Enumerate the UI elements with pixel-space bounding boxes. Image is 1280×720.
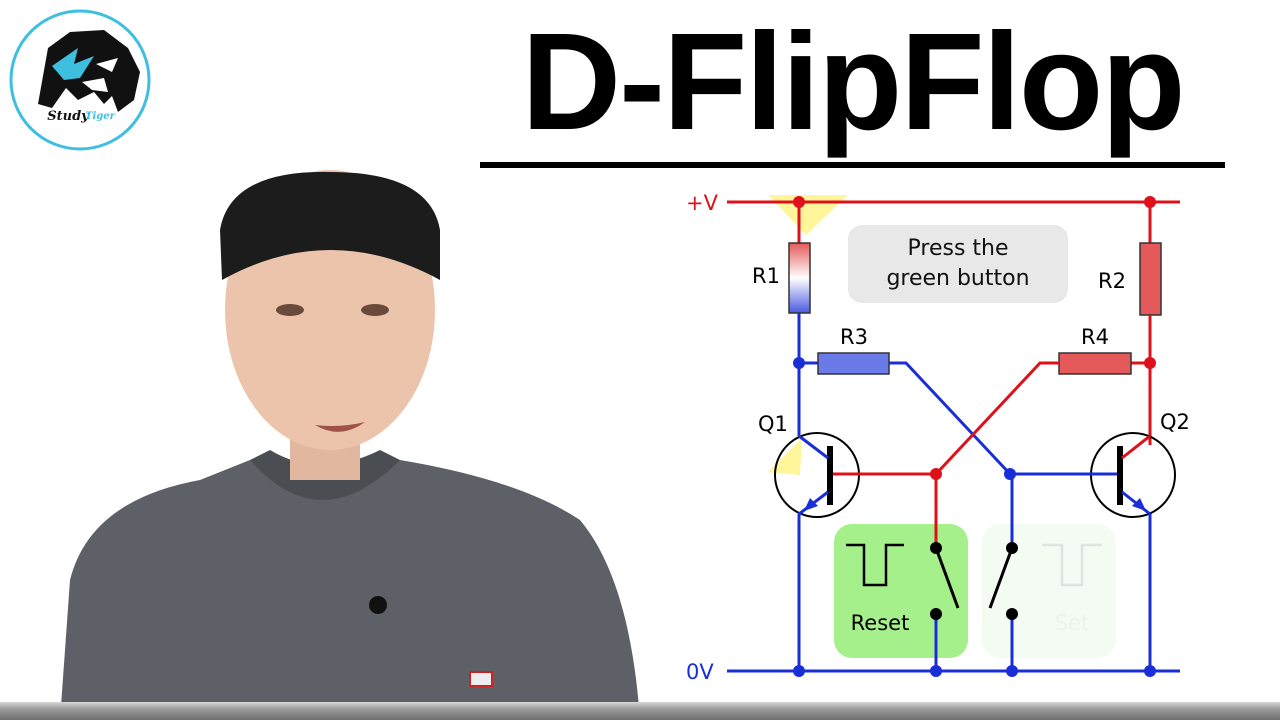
junction	[1004, 468, 1016, 480]
reset-contact-top	[930, 542, 942, 554]
junction	[1144, 357, 1156, 369]
junction	[793, 665, 805, 677]
junction	[930, 665, 942, 677]
logo-wordmark: Study	[47, 109, 90, 124]
junction	[930, 468, 942, 480]
q1-collector	[798, 434, 829, 460]
lapel-microphone	[369, 596, 387, 614]
q2-emitter-arrow	[1132, 498, 1146, 511]
resistor-r1-label: R1	[752, 264, 780, 288]
resistor-r4-label: R4	[1081, 325, 1109, 349]
wire-r4-cross	[934, 361, 1059, 476]
junction	[793, 357, 805, 369]
studytiger-logo: Study Tiger	[9, 9, 151, 151]
tiger-head-logo-icon	[38, 30, 140, 112]
junction	[1144, 196, 1156, 208]
resistor-r2-label: R2	[1098, 269, 1126, 293]
ground-label: 0V	[686, 660, 714, 684]
resistor-r1	[788, 242, 811, 314]
resistor-r2	[1139, 242, 1162, 316]
supply-label: +V	[686, 191, 719, 215]
set-switch-blade[interactable]	[988, 547, 1014, 609]
presenter-eye-left	[276, 304, 304, 316]
bottom-bar	[0, 702, 1280, 720]
hint-line-1: Press the	[908, 236, 1009, 261]
reset-pulse-icon	[846, 543, 904, 587]
reset-contact-bottom	[930, 608, 942, 620]
shirt-logo	[469, 671, 493, 687]
current-highlight	[768, 195, 848, 235]
page-title: D-FlipFlop	[521, 5, 1185, 159]
title-underline	[480, 162, 1225, 168]
q1-emitter-arrow	[804, 498, 818, 511]
hint-box	[848, 225, 1068, 303]
wire-r3-cross	[889, 361, 1012, 476]
set-pulse-icon	[1042, 543, 1102, 587]
reset-label: Reset	[851, 611, 910, 635]
transistor-q2-label: Q2	[1160, 410, 1190, 434]
hint-line-2: green button	[886, 266, 1029, 291]
junction	[1144, 665, 1156, 677]
resistor-r3	[817, 352, 890, 375]
resistor-r3-label: R3	[840, 325, 868, 349]
presenter-shirt	[60, 460, 640, 720]
reset-switch-blade[interactable]	[934, 547, 960, 609]
presenter-cap	[220, 171, 440, 280]
junction	[1006, 665, 1018, 677]
junction	[793, 196, 805, 208]
set-contact-top	[1006, 542, 1018, 554]
set-contact-bottom	[1006, 608, 1018, 620]
presenter-figure	[60, 170, 640, 720]
transistor-q1-label: Q1	[758, 412, 788, 436]
q2-collector	[1121, 434, 1151, 460]
presenter-mouth	[315, 422, 365, 432]
current-highlight-q1	[768, 438, 802, 475]
resistor-r4	[1058, 352, 1132, 375]
presenter-eye-right	[361, 304, 389, 316]
logo-wordmark-accent: Tiger	[85, 111, 116, 122]
set-label: Set	[1055, 611, 1089, 635]
